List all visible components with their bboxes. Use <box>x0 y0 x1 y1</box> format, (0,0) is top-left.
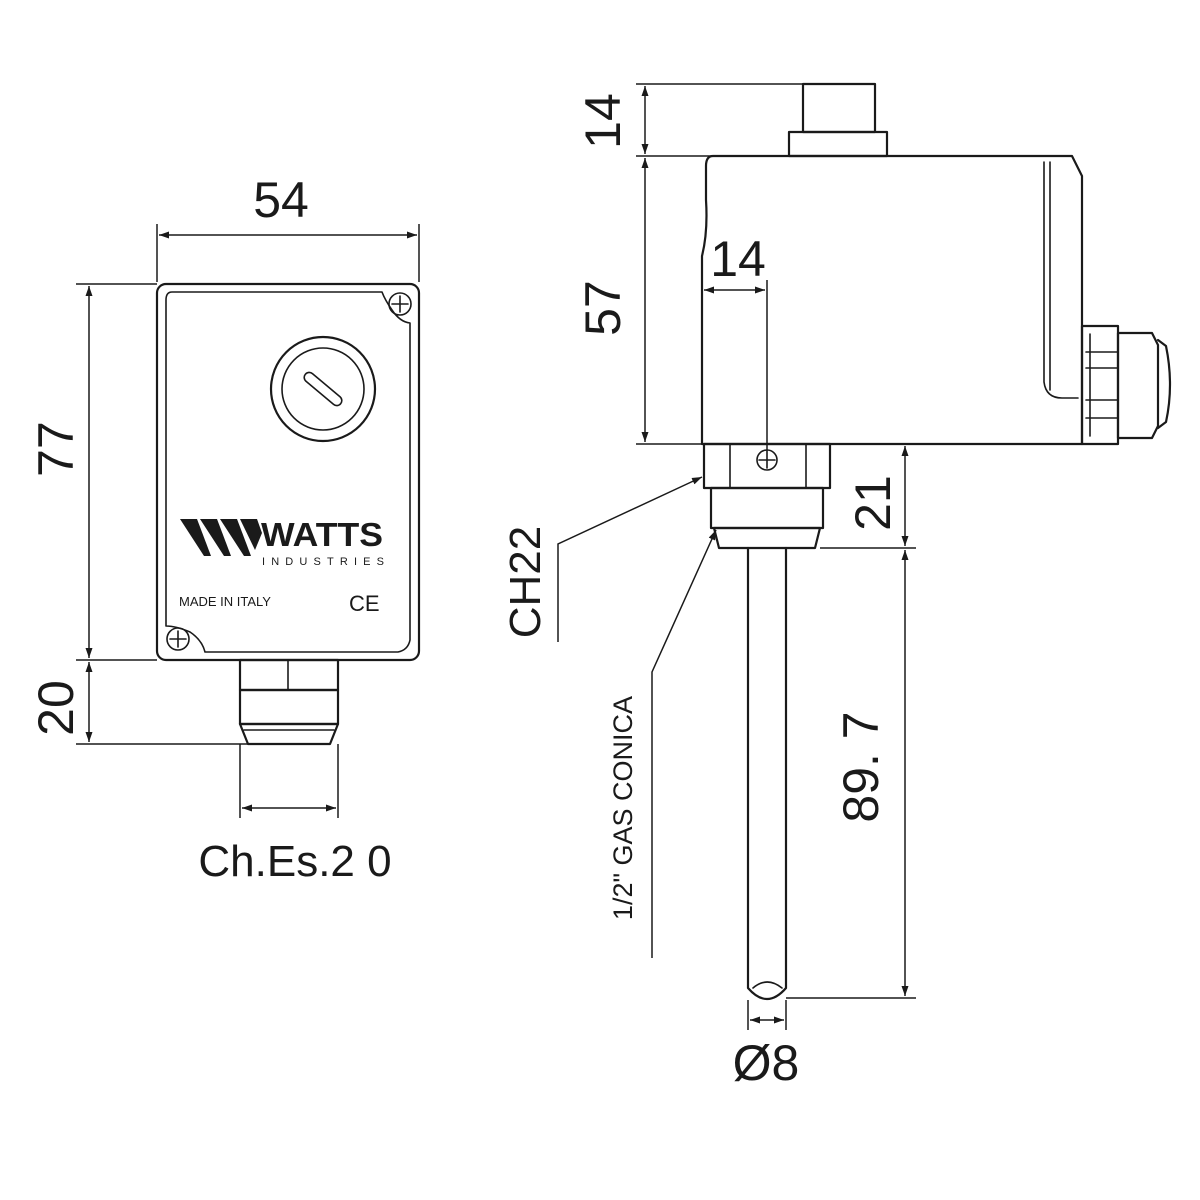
ce-mark: CE <box>349 591 380 616</box>
dimension-diameter: Ø8 <box>733 1000 800 1091</box>
housing-side <box>700 154 1084 446</box>
dim-14-offset-label: 14 <box>710 231 766 287</box>
dimension-gland-width: Ch.Es.2 0 <box>198 744 392 886</box>
dim-14-top-label: 14 <box>575 93 631 149</box>
dim-89-7-label: 89. 7 <box>833 711 889 822</box>
brand-name: WATTS <box>261 516 383 553</box>
dim-20-label: 20 <box>28 680 84 736</box>
top-knob <box>787 82 889 158</box>
screw-icon <box>388 292 412 316</box>
adjustment-knob <box>269 335 377 443</box>
dimension-probe: 89. 7 <box>786 550 916 999</box>
cable-gland <box>238 658 340 746</box>
screw-icon <box>166 627 190 651</box>
threaded-fitting <box>709 486 825 550</box>
cover-inner <box>165 291 411 653</box>
sensor-probe <box>746 546 788 1001</box>
dimension-height: 77 <box>28 283 157 661</box>
side-view: 14 57 14 21 89. 7 <box>501 82 1172 1091</box>
gland-label: Ch.Es.2 0 <box>198 837 391 886</box>
made-in-label: MADE IN ITALY <box>179 594 271 609</box>
side-cable-gland <box>1080 324 1172 446</box>
dim-54-label: 54 <box>253 172 309 228</box>
housing-flap <box>1043 161 1079 399</box>
front-view: WATTS INDUSTRIES MADE IN ITALY CE 54 77 <box>28 172 421 886</box>
dimension-gland-height: 20 <box>28 662 248 745</box>
ch22-label: CH22 <box>501 526 550 639</box>
dim-21-label: 21 <box>845 475 901 531</box>
dimension-offset: 14 <box>701 231 768 452</box>
thread-callout: 1/2" GAS CONICA <box>608 529 717 958</box>
dimension-width: 54 <box>156 172 420 282</box>
watts-logo: WATTS INDUSTRIES <box>180 516 384 568</box>
dimension-fitting: 21 <box>820 443 916 549</box>
dim-77-label: 77 <box>28 421 84 477</box>
thread-label: 1/2" GAS CONICA <box>608 696 638 920</box>
dimension-knob: 14 <box>575 83 874 157</box>
diameter-label: Ø8 <box>733 1035 800 1091</box>
dimension-body: 57 <box>575 158 702 445</box>
dim-57-label: 57 <box>575 280 631 336</box>
brand-subtitle: INDUSTRIES <box>262 556 384 568</box>
wrench-size-callout: CH22 <box>501 476 703 642</box>
